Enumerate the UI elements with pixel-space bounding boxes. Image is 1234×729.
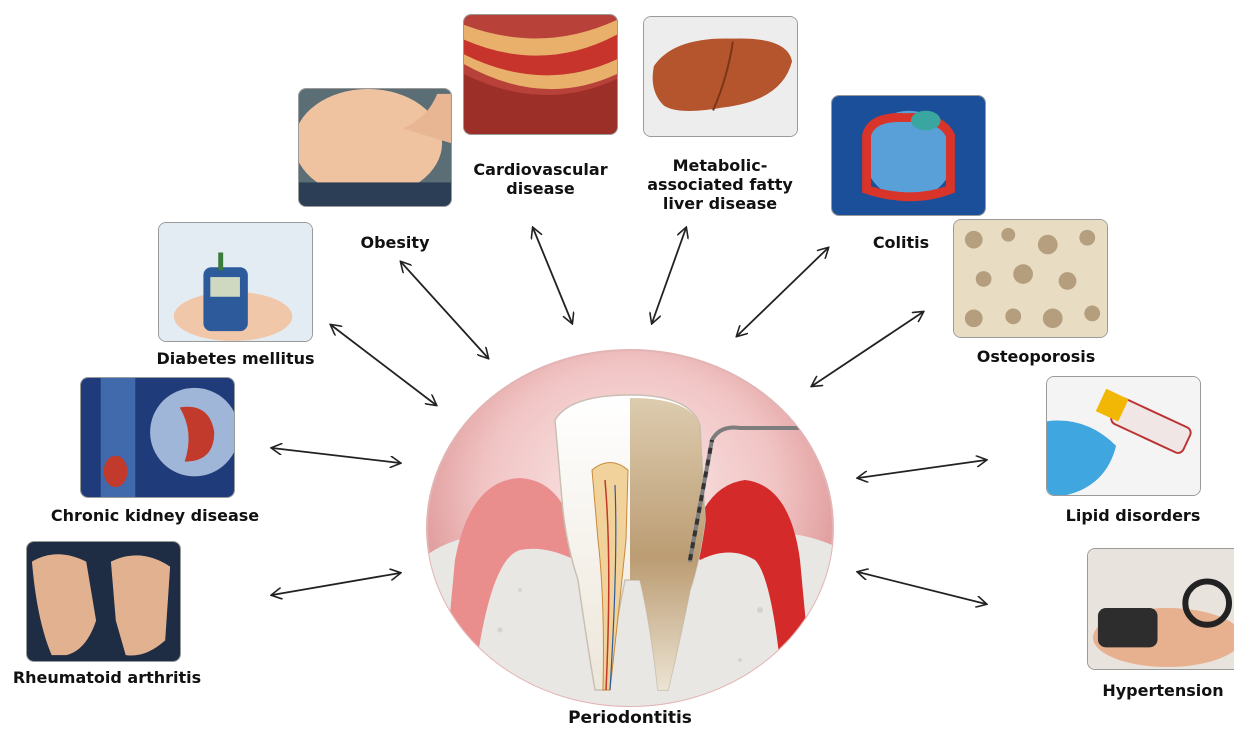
label-line: associated fatty xyxy=(640,175,800,194)
bone-texture-icon xyxy=(954,220,1107,337)
cardiovascular-photo xyxy=(463,14,618,135)
label-line: Lipid disorders xyxy=(1053,506,1213,525)
label-hypertension: Hypertension xyxy=(1093,681,1233,700)
label-diabetes: Diabetes mellitus xyxy=(148,349,323,368)
ra-photo xyxy=(26,541,181,662)
glucose-meter-icon xyxy=(159,223,312,341)
mafld-photo xyxy=(643,16,798,137)
label-line: Colitis xyxy=(856,233,946,252)
label-ckd: Chronic kidney disease xyxy=(40,506,270,525)
label-line: Cardiovascular xyxy=(463,160,618,179)
abdomen-icon xyxy=(299,89,451,206)
label-line: Rheumatoid arthritis xyxy=(2,668,212,687)
hypertension-photo xyxy=(1087,548,1234,670)
lipid-photo xyxy=(1046,376,1201,496)
ckd-photo xyxy=(80,377,235,498)
label-osteoporosis: Osteoporosis xyxy=(966,347,1106,366)
colitis-photo xyxy=(831,95,986,216)
label-line: Osteoporosis xyxy=(966,347,1106,366)
blood-tube-icon xyxy=(1047,377,1200,495)
label-line: liver disease xyxy=(640,194,800,213)
kidney-icon xyxy=(81,378,234,497)
label-line: Hypertension xyxy=(1093,681,1233,700)
label-line: Metabolic- xyxy=(640,156,800,175)
diabetes-photo xyxy=(158,222,313,342)
blood-pressure-cuff-icon xyxy=(1088,549,1234,669)
hands-icon xyxy=(27,542,180,661)
label-colitis: Colitis xyxy=(856,233,946,252)
artery-plaque-icon xyxy=(464,15,617,134)
label-line: Obesity xyxy=(330,233,460,252)
label-mafld: Metabolic- associated fatty liver diseas… xyxy=(640,156,800,213)
center-label: Periodontitis xyxy=(530,709,730,728)
label-ra: Rheumatoid arthritis xyxy=(2,668,212,687)
obesity-photo xyxy=(298,88,452,207)
label-line: disease xyxy=(463,179,618,198)
label-cardiovascular: Cardiovascular disease xyxy=(463,160,618,198)
label-lipid: Lipid disorders xyxy=(1053,506,1213,525)
osteoporosis-photo xyxy=(953,219,1108,338)
liver-icon xyxy=(644,17,797,136)
label-obesity: Obesity xyxy=(330,233,460,252)
intestine-icon xyxy=(832,96,985,215)
label-line: Chronic kidney disease xyxy=(40,506,270,525)
label-line: Diabetes mellitus xyxy=(148,349,323,368)
